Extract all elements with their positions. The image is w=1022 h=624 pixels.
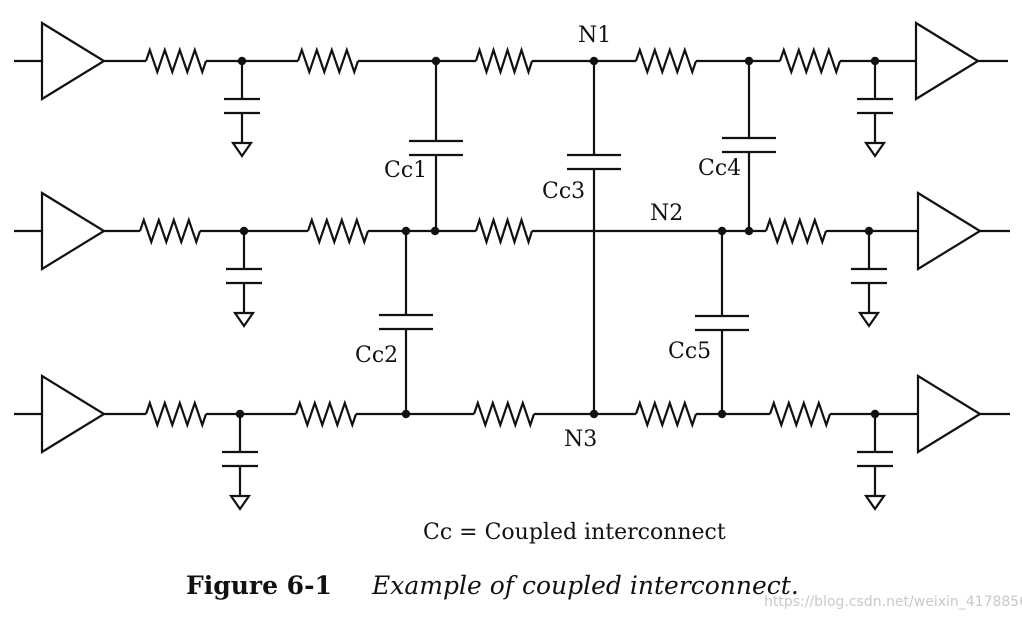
junction-dot	[235, 409, 245, 419]
watermark: https://blog.csdn.net/weixin_41788560	[764, 594, 1022, 610]
row2-resistor	[764, 216, 828, 246]
junction-dot	[744, 56, 754, 66]
row1-ground-cap-right-ground-symbol	[863, 141, 887, 158]
cap-label-cc4: Cc4	[698, 156, 741, 181]
row3-resistor	[634, 399, 698, 429]
row3-driver-buffer	[40, 374, 107, 454]
cap-label-cc1: Cc1	[384, 158, 427, 183]
row3-resistor	[472, 399, 536, 429]
row2-receiver-buffer	[916, 191, 983, 271]
junction-dot	[237, 56, 247, 66]
row3-ground-cap-right-ground-symbol	[863, 494, 887, 511]
junction-dot	[589, 56, 599, 66]
junction-dot	[870, 409, 880, 419]
junction-dot	[430, 226, 440, 236]
junction-dot	[401, 409, 411, 419]
row1-receiver-buffer	[914, 21, 981, 101]
row1-resistor	[296, 46, 360, 76]
row2-resistor	[138, 216, 202, 246]
row2-ground-cap-right-ground-symbol	[857, 311, 881, 328]
node-label-n1: N1	[578, 23, 611, 48]
row3-ground-cap-ground-symbol	[228, 494, 252, 511]
row2-resistor	[306, 216, 370, 246]
row1-resistor	[778, 46, 842, 76]
node-label-n2: N2	[650, 201, 683, 226]
figure-number: Figure 6-1	[186, 571, 332, 600]
row2-resistor	[474, 216, 534, 246]
junction-dot	[239, 226, 249, 236]
row3-resistor	[144, 399, 208, 429]
junction-layer	[235, 56, 880, 419]
legend-note: Cc = Coupled interconnect	[423, 520, 726, 545]
junction-dot	[744, 226, 754, 236]
junction-dot	[401, 226, 411, 236]
row3-receiver-buffer	[916, 374, 983, 454]
cap-label-cc3: Cc3	[542, 179, 585, 204]
node-label-n3: N3	[564, 427, 597, 452]
wire-layer	[14, 21, 1010, 511]
row2-ground-cap-ground-symbol	[232, 311, 256, 328]
junction-dot	[717, 409, 727, 419]
row1-driver-buffer	[40, 21, 107, 101]
junction-dot	[717, 226, 727, 236]
junction-dot	[431, 56, 441, 66]
junction-dot	[589, 409, 599, 419]
junction-dot	[864, 226, 874, 236]
row1-resistor	[474, 46, 534, 76]
cap-label-cc5: Cc5	[668, 339, 711, 364]
row3-resistor	[768, 399, 832, 429]
row3-resistor	[294, 399, 358, 429]
row2-driver-buffer	[40, 191, 107, 271]
figure-caption: Example of coupled interconnect.	[371, 571, 799, 600]
junction-dot	[870, 56, 880, 66]
row1-resistor	[634, 46, 698, 76]
row1-ground-cap-ground-symbol	[230, 141, 254, 158]
row1-resistor	[144, 46, 208, 76]
cap-label-cc2: Cc2	[355, 343, 398, 368]
